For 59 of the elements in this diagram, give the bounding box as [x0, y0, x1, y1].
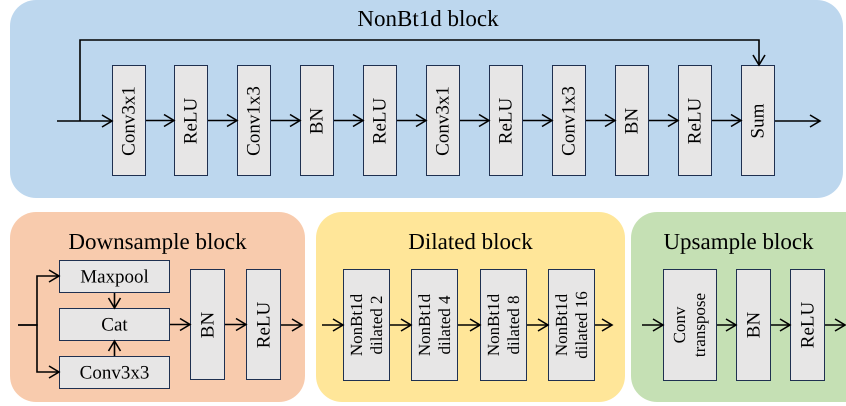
block-title: Downsample block	[67, 229, 248, 255]
layer-box: ReLU	[489, 65, 523, 176]
layer-box: Conv transpose	[663, 269, 717, 381]
layer-box: NonBt1d dilated 2	[343, 269, 390, 381]
layer-box: Conv1x3	[552, 65, 586, 176]
arrow	[586, 114, 616, 128]
layer-box: BN	[300, 65, 334, 176]
block-panel	[631, 212, 846, 402]
arrow	[523, 114, 553, 128]
arrow	[18, 324, 60, 379]
arrow	[460, 114, 490, 128]
arrow	[208, 114, 238, 128]
arrow	[458, 318, 481, 332]
layer-box: ReLU	[246, 269, 281, 380]
arrow	[281, 318, 303, 332]
block-title: NonBt1d block	[356, 6, 500, 32]
arrow	[771, 318, 791, 332]
layer-box: NonBt1d dilated 4	[411, 269, 458, 381]
layer-box: Conv3x3	[59, 356, 170, 389]
arrow	[649, 114, 679, 128]
layer-box: Maxpool	[59, 260, 170, 293]
layer-box: BN	[615, 65, 649, 176]
arrow	[271, 114, 301, 128]
arrow	[717, 318, 737, 332]
arrow	[170, 318, 191, 332]
arrow	[397, 114, 427, 128]
layer-box: BN	[190, 269, 225, 380]
arrow	[108, 293, 122, 309]
layer-box: Conv3x1	[426, 65, 460, 176]
block-title: Upsample block	[662, 229, 815, 255]
layer-box: ReLU	[363, 65, 397, 176]
layer-box: Conv3x1	[112, 65, 146, 176]
layer-box: ReLU	[790, 269, 825, 381]
arrow	[642, 318, 664, 332]
layer-box: Cat	[59, 308, 170, 341]
layer-box: NonBt1d dilated 8	[480, 269, 527, 381]
arrow	[775, 114, 821, 128]
arrow	[595, 318, 613, 332]
block-panel	[10, 0, 843, 198]
arrow	[712, 114, 742, 128]
arrow	[527, 318, 549, 332]
arrow	[390, 318, 412, 332]
arrow	[225, 318, 247, 332]
layer-box: NonBt1d dilated 16	[548, 269, 595, 381]
block-panel	[10, 212, 305, 402]
layer-box: ReLU	[174, 65, 208, 176]
arrow	[57, 114, 113, 128]
block-title: Dilated block	[407, 229, 534, 255]
layer-box: BN	[736, 269, 771, 381]
layer-box: ReLU	[678, 65, 712, 176]
block-panel	[316, 212, 625, 402]
layer-box: Sum	[741, 65, 775, 176]
arrow	[825, 318, 846, 332]
layer-box: Conv1x3	[237, 65, 271, 176]
arrow	[108, 340, 122, 356]
arrow	[146, 114, 175, 128]
arrow	[322, 318, 344, 332]
arrow	[334, 114, 364, 128]
arrow	[79, 39, 766, 121]
